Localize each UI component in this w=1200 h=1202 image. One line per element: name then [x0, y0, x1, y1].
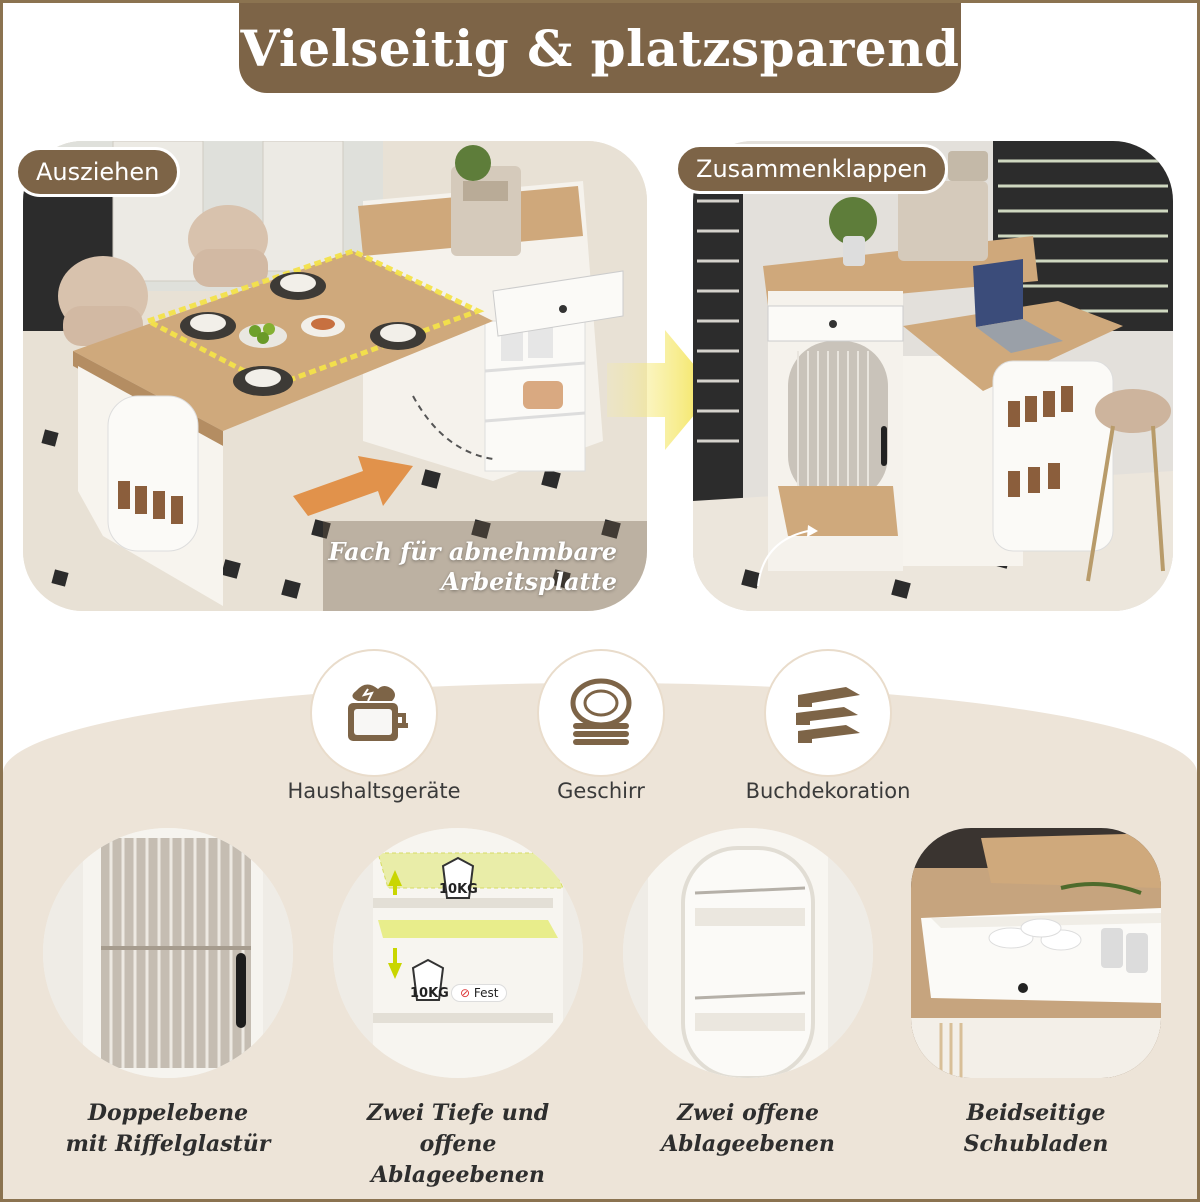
folded-island-photo	[693, 141, 1173, 611]
fixed-badge: ⊘ Fest	[451, 984, 508, 1002]
feature-two-depth-shelves: 10KG 10KG ⊘ Fest Zwei Tiefe und offene A…	[333, 828, 583, 1191]
feature-3-line2: Ablageebenen	[661, 1131, 835, 1157]
fixed-badge-label: Fest	[473, 986, 499, 1000]
title-banner: Vielseitig & platzsparend	[239, 3, 961, 93]
ribbed-glass-door-illustration	[43, 828, 293, 1078]
feature-1-line1: Doppelebene	[87, 1100, 249, 1126]
weight-bottom-label: 10KG	[410, 986, 449, 1001]
use-appliances: Haushaltsgeräte	[287, 649, 461, 803]
feature-double-sided-drawers: Beidseitige Schubladen	[911, 828, 1161, 1160]
use-books-label: Buchdekoration	[745, 779, 911, 803]
removable-worktop-caption: Fach für abnehmbare Arbeitsplatte	[328, 537, 617, 597]
use-dishes-circle	[537, 649, 665, 777]
feature-drawers-label: Beidseitige Schubladen	[911, 1098, 1161, 1160]
feature-two-open-shelves: Zwei offene Ablageebenen	[623, 828, 873, 1160]
transform-arrow-icon	[607, 330, 715, 450]
use-appliances-circle	[310, 649, 438, 777]
weight-top-label: 10KG	[439, 882, 478, 897]
caption-line2: Arbeitsplatte	[441, 567, 617, 596]
folded-island-illustration	[693, 141, 1173, 611]
feature-2-line1: Zwei Tiefe und offene	[366, 1100, 550, 1157]
feature-ribbed-glass-label: Doppelebene mit Riffelglastür	[43, 1098, 293, 1160]
shelves-load-illustration	[333, 828, 583, 1078]
use-dishes-label: Geschirr	[557, 779, 645, 803]
feature-two-depth-photo: 10KG 10KG ⊘ Fest	[333, 828, 583, 1078]
extended-island-illustration	[23, 141, 647, 611]
feature-two-depth-label: Zwei Tiefe und offene Ablageebenen	[333, 1098, 583, 1191]
books-icon	[796, 687, 860, 743]
feature-4-line1: Beidseitige	[966, 1100, 1106, 1126]
feature-2-line2: Ablageebenen	[371, 1162, 545, 1188]
fold-tag: Zusammenklappen	[675, 144, 949, 194]
feature-3-line1: Zwei offene	[677, 1100, 819, 1126]
feature-open-shelves-photo	[623, 828, 873, 1078]
feature-open-shelves-label: Zwei offene Ablageebenen	[623, 1098, 873, 1160]
open-shelves-illustration	[623, 828, 873, 1078]
use-dishes: Geschirr	[536, 649, 666, 803]
use-books: Buchdekoration	[746, 649, 910, 803]
toaster-icon	[348, 684, 408, 741]
feature-ribbed-glass-door: Doppelebene mit Riffelglastür	[43, 828, 293, 1160]
caption-line1: Fach für abnehmbare	[328, 537, 617, 566]
extended-island-photo: Fach für abnehmbare Arbeitsplatte	[23, 141, 647, 611]
use-appliances-label: Haushaltsgeräte	[287, 779, 461, 803]
page-title: Vielseitig & platzsparend	[240, 18, 960, 78]
feature-4-line2: Schubladen	[963, 1131, 1109, 1157]
feature-1-line2: mit Riffelglastür	[65, 1131, 271, 1157]
feature-drawers-photo	[911, 828, 1161, 1078]
drawers-illustration	[911, 828, 1161, 1078]
extend-tag: Ausziehen	[15, 147, 181, 197]
no-sign-icon: ⊘	[460, 986, 471, 1000]
use-books-circle	[764, 649, 892, 777]
feature-ribbed-glass-photo	[43, 828, 293, 1078]
dishes-icon	[570, 678, 632, 745]
